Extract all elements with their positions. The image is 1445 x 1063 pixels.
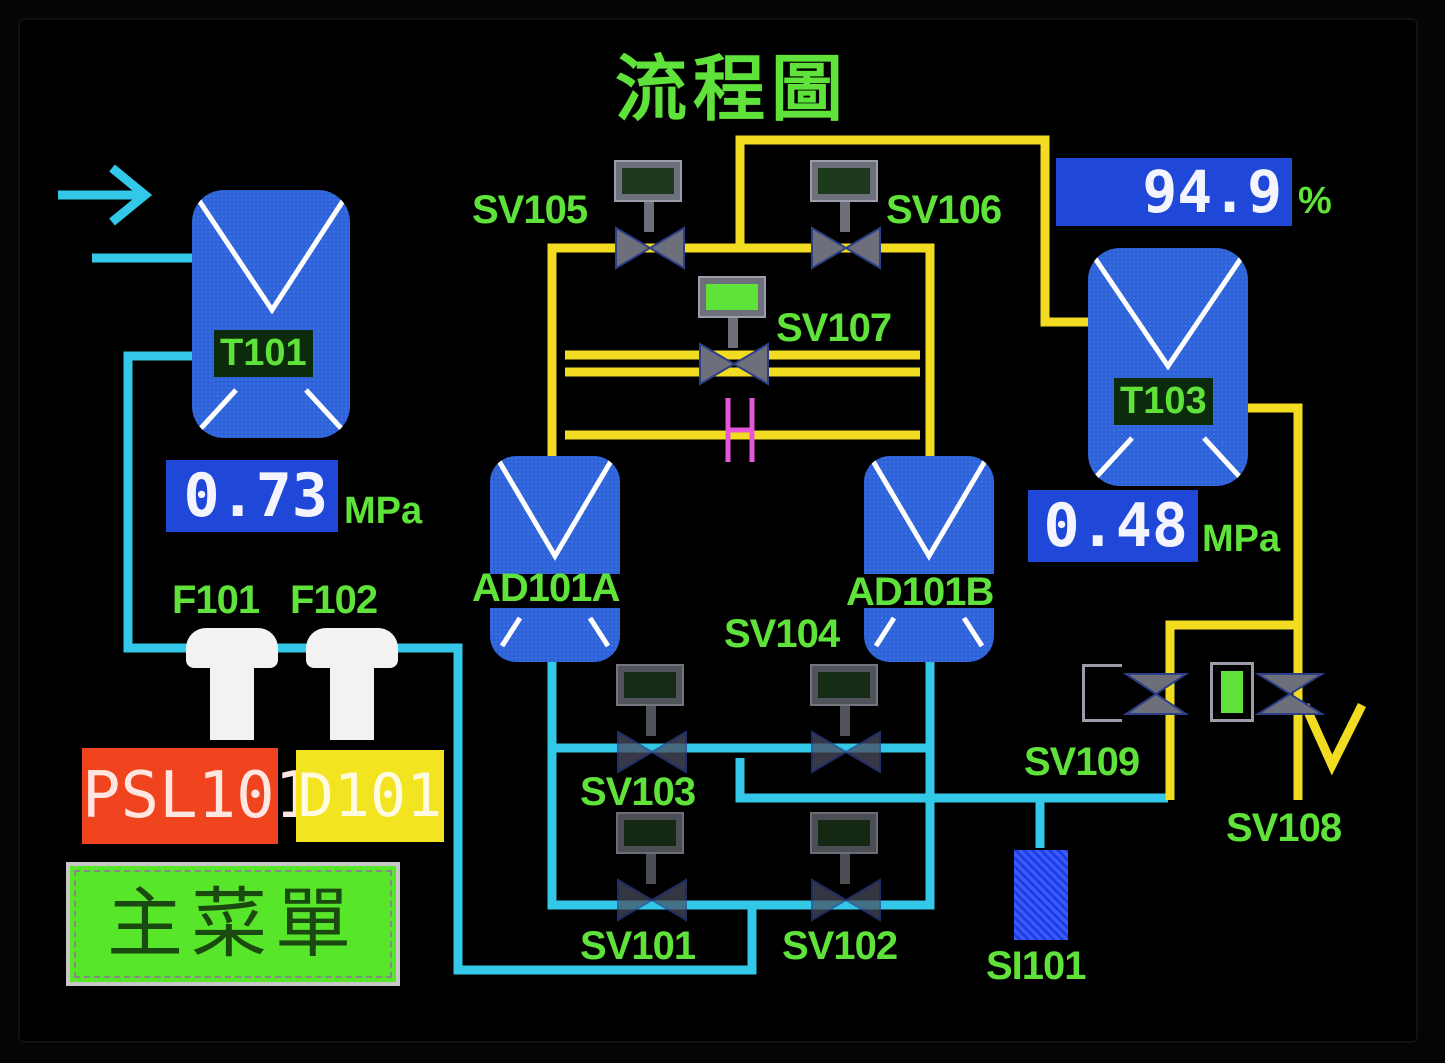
- tank-t103[interactable]: [1088, 248, 1248, 486]
- valve-sv108[interactable]: [1206, 662, 1330, 726]
- valve-sv101-label: SV101: [580, 924, 696, 968]
- main-menu-button[interactable]: 主菜單: [66, 862, 400, 986]
- page-title: 流程圖: [615, 47, 850, 131]
- silencer-si101[interactable]: [1014, 850, 1068, 940]
- tank-t101-label: T101: [214, 330, 313, 377]
- tank-t103-label: T103: [1114, 378, 1213, 425]
- filter-f102[interactable]: [306, 628, 398, 740]
- valve-sv109[interactable]: [1082, 664, 1192, 724]
- t103-level-unit: %: [1298, 180, 1332, 222]
- valve-sv107-label: SV107: [776, 306, 892, 350]
- valve-sv105-label: SV105: [472, 188, 588, 232]
- t103-pressure-unit: MPa: [1202, 518, 1281, 560]
- valve-sv108-label: SV108: [1226, 806, 1342, 850]
- valve-sv103-label: SV103: [580, 770, 696, 814]
- valve-sv104-label: SV104: [724, 612, 840, 656]
- orifice-icon: [725, 398, 755, 462]
- tank-t101[interactable]: [192, 190, 350, 438]
- valve-sv107[interactable]: [696, 276, 772, 396]
- adsorber-ad101a-label: AD101A: [472, 566, 620, 610]
- adsorber-ad101b-label: AD101B: [846, 570, 994, 614]
- valve-sv106-label: SV106: [886, 188, 1002, 232]
- filter-f102-label: F102: [290, 578, 378, 622]
- inlet-arrow-icon: [58, 164, 153, 226]
- valve-sv101[interactable]: [614, 812, 690, 932]
- valve-sv104[interactable]: [808, 664, 884, 784]
- adsorber-ad101b[interactable]: [864, 456, 994, 662]
- valve-sv102[interactable]: [808, 812, 884, 932]
- valve-sv106[interactable]: [808, 160, 884, 280]
- adsorber-ad101a[interactable]: [490, 456, 620, 662]
- t103-level-value: 94.9: [1056, 158, 1292, 226]
- valve-sv105[interactable]: [612, 160, 688, 280]
- outlet-arrow-icon: [1300, 702, 1367, 776]
- t103-pressure-value: 0.48: [1028, 490, 1198, 562]
- t101-pressure-unit: MPa: [344, 490, 423, 532]
- d101-indicator[interactable]: D101: [296, 750, 444, 842]
- valve-sv109-label: SV109: [1024, 740, 1140, 784]
- filter-f101[interactable]: [186, 628, 278, 740]
- psl101-indicator[interactable]: PSL101: [82, 748, 313, 844]
- filter-f101-label: F101: [172, 578, 260, 622]
- valve-sv103[interactable]: [614, 664, 690, 784]
- silencer-si101-label: SI101: [986, 944, 1087, 988]
- valve-sv102-label: SV102: [782, 924, 898, 968]
- t101-pressure-value: 0.73: [166, 460, 338, 532]
